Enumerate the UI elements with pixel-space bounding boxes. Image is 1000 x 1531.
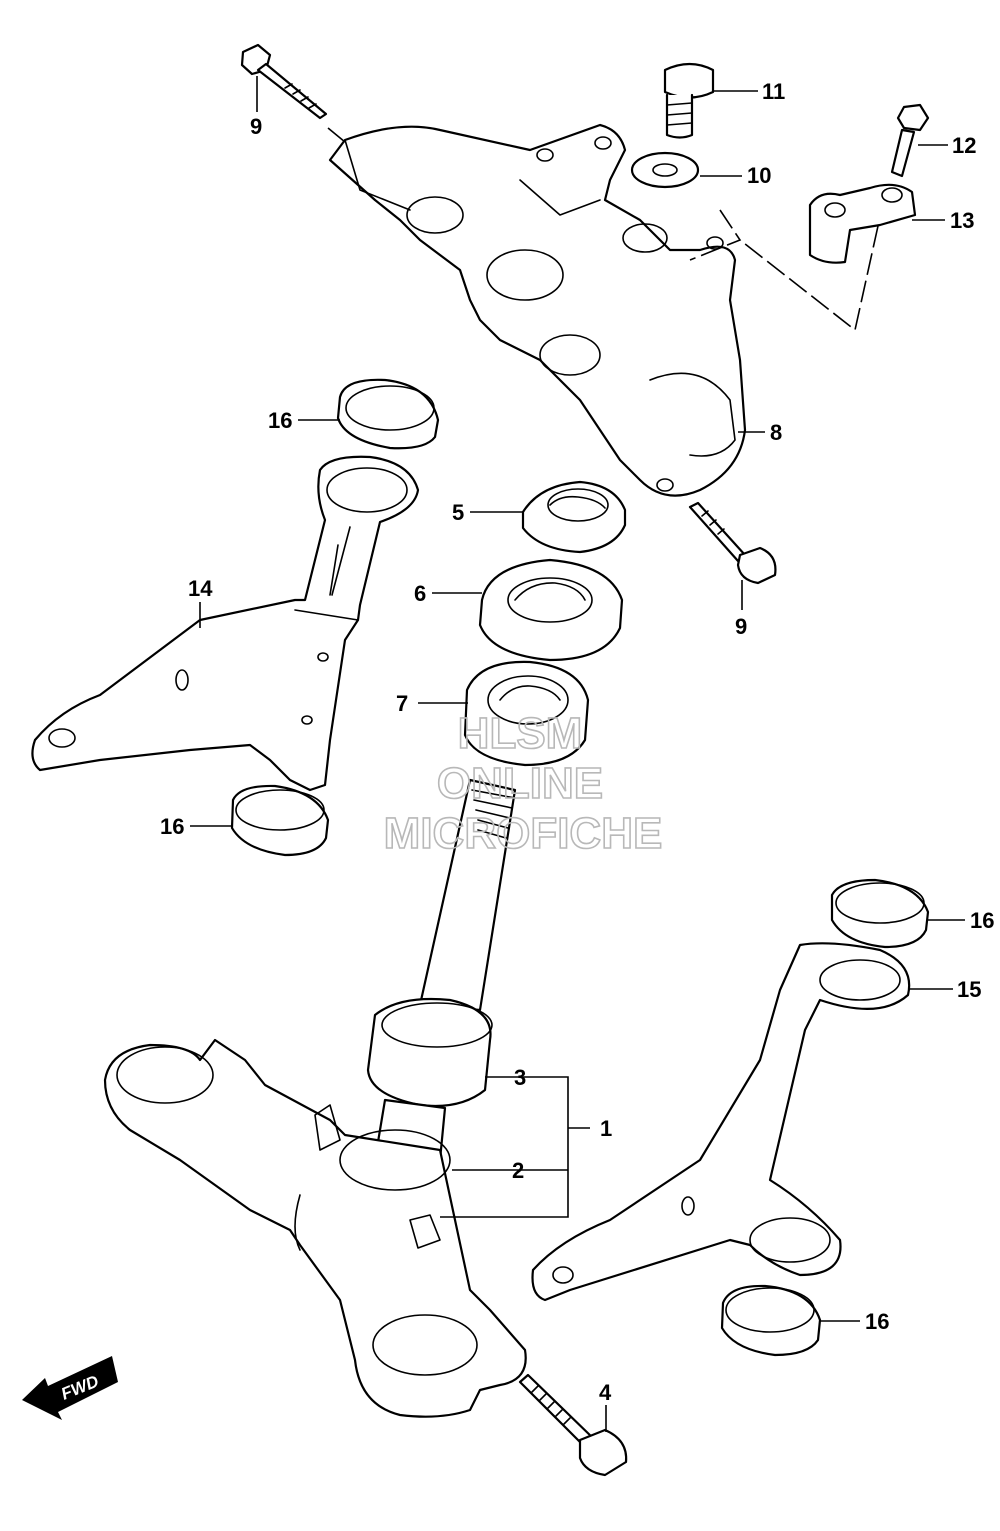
bolt-part-9-lower[interactable] xyxy=(688,501,777,585)
callout-7: 7 xyxy=(396,691,408,716)
callout-16-b: 16 xyxy=(160,814,184,839)
fwd-direction-badge: FWD xyxy=(22,1356,118,1420)
clamp-part-13[interactable] xyxy=(808,183,917,264)
bearing-part-6[interactable] xyxy=(478,558,624,662)
bolt-part-4[interactable] xyxy=(518,1373,628,1477)
callout-4: 4 xyxy=(599,1380,612,1405)
fwd-arrow-icon xyxy=(22,1356,118,1420)
callout-12: 12 xyxy=(952,133,976,158)
callout-leaders xyxy=(190,76,965,1432)
callout-6: 6 xyxy=(414,581,426,606)
bolt-part-12[interactable] xyxy=(890,103,930,178)
callout-10: 10 xyxy=(747,163,771,188)
nut-part-5[interactable] xyxy=(521,480,627,554)
bracket-part-14[interactable] xyxy=(31,455,420,792)
ring-part-16-b[interactable] xyxy=(230,784,330,857)
callout-16-d: 16 xyxy=(865,1309,889,1334)
callout-14: 14 xyxy=(188,576,213,601)
ring-part-16-c[interactable] xyxy=(830,878,930,949)
bearing-part-7[interactable] xyxy=(463,660,590,767)
bracket-part-15[interactable] xyxy=(531,942,911,1302)
bolt-part-11[interactable] xyxy=(663,62,715,139)
callout-2: 2 xyxy=(512,1158,524,1183)
watermark-line-1: HLSM xyxy=(458,709,583,758)
callout-3: 3 xyxy=(514,1065,526,1090)
callout-16-a: 16 xyxy=(268,408,292,433)
ring-part-16-d[interactable] xyxy=(720,1284,822,1357)
callout-8: 8 xyxy=(770,420,782,445)
steering-stem-part-1[interactable] xyxy=(103,778,527,1418)
callout-16-c: 16 xyxy=(970,908,994,933)
callout-11: 11 xyxy=(762,79,785,104)
watermark-line-3: MICROFICHE xyxy=(384,809,663,858)
callout-9-upper: 9 xyxy=(250,114,262,139)
callout-13: 13 xyxy=(950,208,974,233)
upper-bracket-part-8[interactable] xyxy=(328,123,747,497)
ring-part-16-a[interactable] xyxy=(336,378,440,450)
bolt-part-9-upper[interactable] xyxy=(240,43,328,120)
callout-1: 1 xyxy=(600,1116,612,1141)
callout-15: 15 xyxy=(957,977,981,1002)
callout-9-lower: 9 xyxy=(735,614,747,639)
callout-5: 5 xyxy=(452,500,464,525)
watermark: HLSM ONLINE MICROFICHE xyxy=(383,708,663,859)
watermark-line-2: ONLINE xyxy=(437,759,603,808)
washer-part-10[interactable] xyxy=(630,151,700,189)
callout-labels: 9 11 10 12 13 8 5 6 7 9 16 14 16 16 15 3… xyxy=(160,79,994,1405)
